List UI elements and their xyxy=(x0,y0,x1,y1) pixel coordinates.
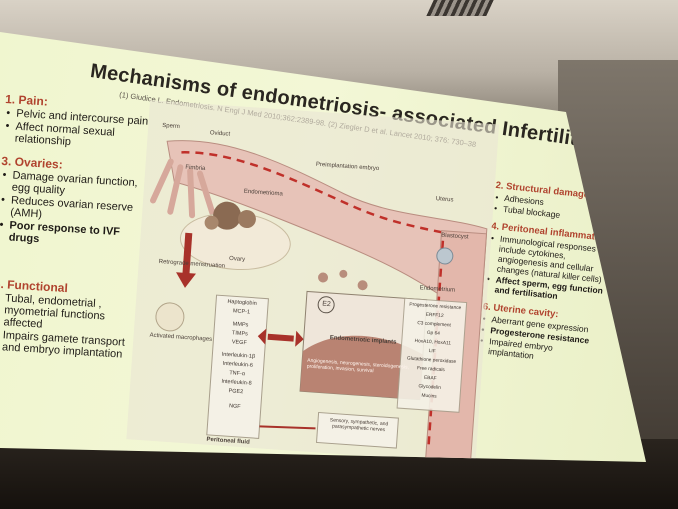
macrophage-shape xyxy=(155,302,185,332)
fimbria-shape xyxy=(149,158,216,219)
endometrioma-cyst xyxy=(237,210,256,229)
cell-dot xyxy=(357,280,368,291)
cytokine-item: PGE2 xyxy=(228,388,244,396)
endometrium-marker-box xyxy=(396,297,468,413)
label-e2: E2 xyxy=(321,300,331,309)
pathophysiology-diagram: Sperm Oviduct Fimbria Endometrioma Ovary… xyxy=(126,100,500,462)
label-uterus: Uterus xyxy=(435,196,454,204)
endometrioma-cyst xyxy=(213,201,242,230)
cytokine-item: MCP-1 xyxy=(232,308,251,316)
blastocyst-shape xyxy=(436,247,454,265)
endometrium-marker-list: Progesterone resistance ERFF12 C3 comple… xyxy=(399,300,466,403)
cytokine-item: VEGF xyxy=(231,339,247,347)
label-sperm: Sperm xyxy=(162,122,181,131)
label-ovary: Ovary xyxy=(228,255,246,264)
diagram-illustration xyxy=(126,100,500,462)
nerve-box xyxy=(315,411,399,449)
e2-circle xyxy=(317,296,335,314)
ngf-arrow xyxy=(259,425,316,430)
label-fimbria: Fimbria xyxy=(185,164,206,173)
implant-tissue xyxy=(300,335,423,400)
cytokine-box xyxy=(206,294,269,439)
red-dashed-path xyxy=(181,151,487,243)
retrograde-arrow-head xyxy=(176,272,197,288)
retrograde-arrow xyxy=(182,232,193,279)
cell-dot xyxy=(339,269,348,278)
left-column: 1. Pain: Pelvic and intercourse pain Aff… xyxy=(0,86,156,362)
ceiling-vent xyxy=(426,0,494,16)
endometrioma-cyst xyxy=(204,215,219,230)
cell-dot xyxy=(318,272,329,283)
cytokine-list: Haptoglobin MCP-1 MMPs TIMPs VEGF Interl… xyxy=(211,297,267,413)
double-arrow xyxy=(267,333,294,342)
